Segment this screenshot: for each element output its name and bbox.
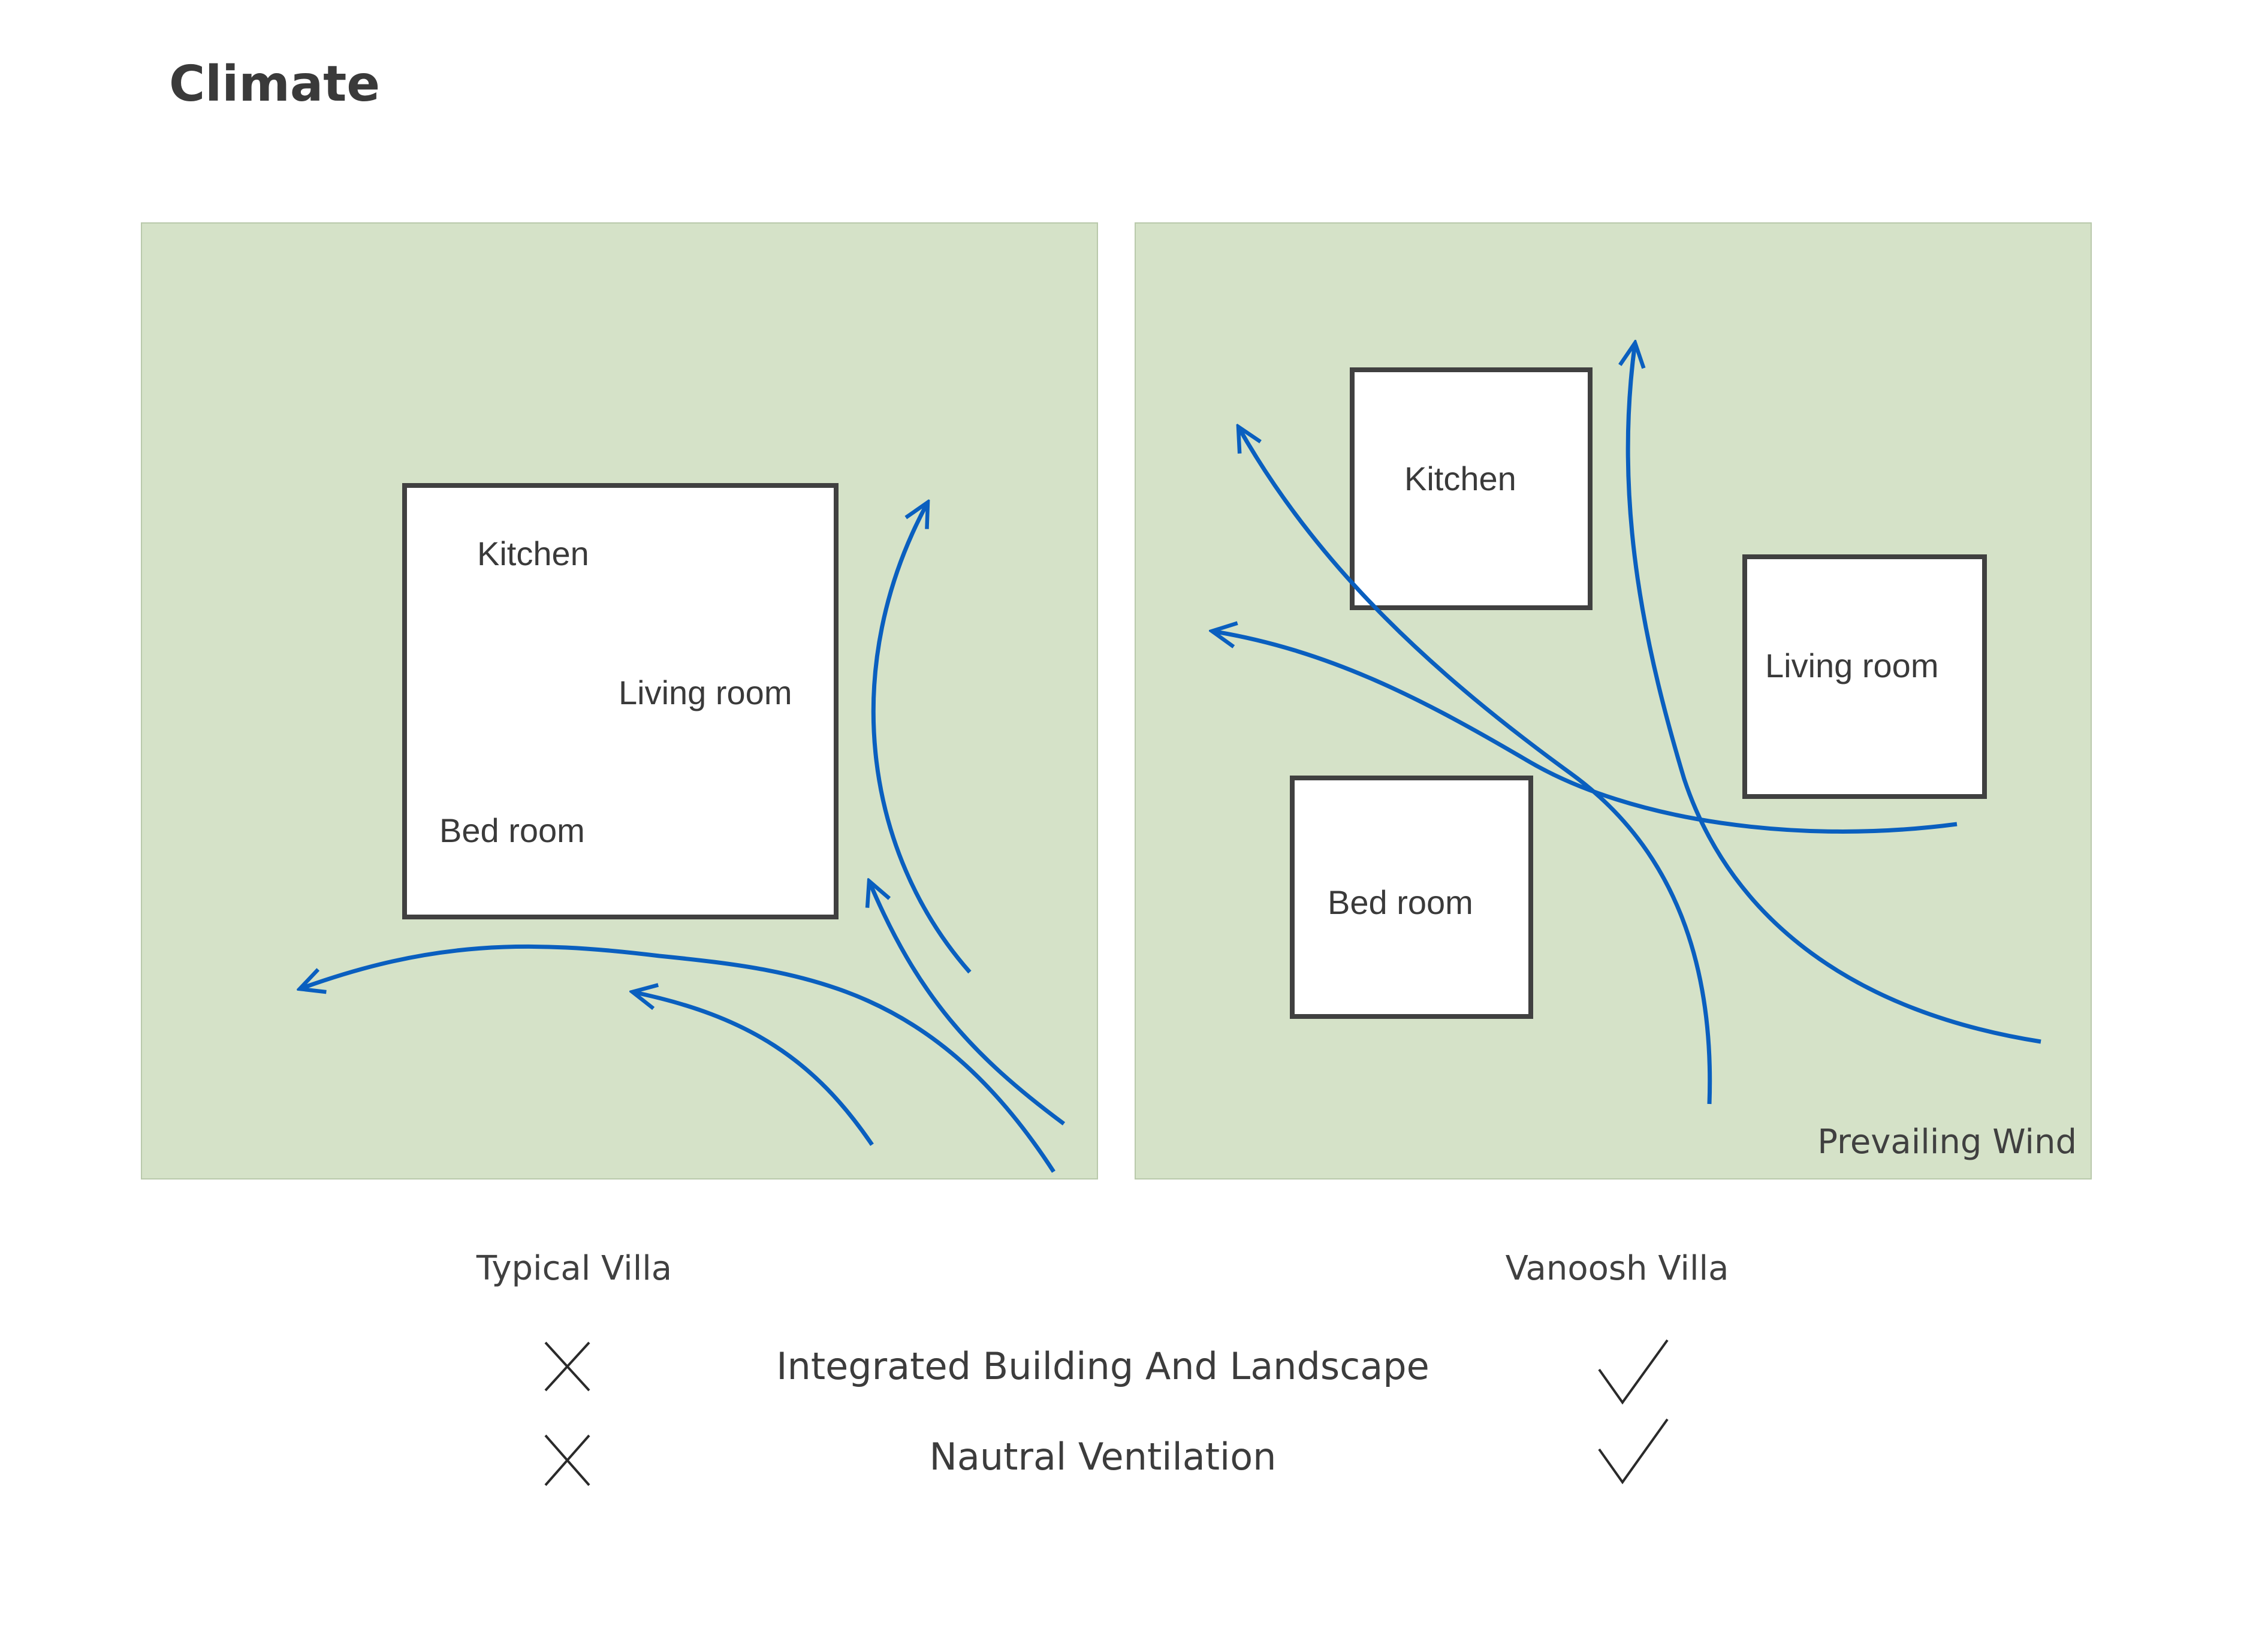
wind-arrow xyxy=(1628,343,2041,1044)
prevailing-wind-label: Prevailing Wind xyxy=(1817,1123,2077,1162)
vanoosh-kitchen-block xyxy=(1350,367,1593,610)
typical-living-room-label: Living room xyxy=(619,674,792,711)
wind-arrow xyxy=(871,502,972,974)
cross-icon xyxy=(544,1341,590,1392)
page-title: Climate xyxy=(169,56,380,113)
typical-kitchen-label: Kitchen xyxy=(477,535,589,572)
wind-arrow xyxy=(300,944,1055,1173)
check-icon xyxy=(1598,1339,1669,1405)
criteria-label: Integrated Building And Landscape xyxy=(776,1344,1429,1388)
vanoosh-villa-caption: Vanoosh Villa xyxy=(1506,1249,1729,1288)
vanoosh-bed-room-block xyxy=(1290,776,1533,1019)
typical-building xyxy=(402,483,839,919)
vanoosh-living-room-label: Living room xyxy=(1765,647,1938,684)
criteria-row: Nautral Ventilation xyxy=(544,1418,1669,1486)
vanoosh-villa-panel: Kitchen Living room Bed room Prevailing … xyxy=(1135,222,2092,1288)
criteria-row: Integrated Building And Landscape xyxy=(544,1339,1669,1405)
check-icon xyxy=(1598,1418,1669,1485)
cross-icon xyxy=(544,1434,590,1486)
vanoosh-kitchen-label: Kitchen xyxy=(1404,460,1516,497)
typical-bed-room-label: Bed room xyxy=(439,812,585,849)
typical-villa-caption: Typical Villa xyxy=(476,1249,672,1288)
typical-villa-panel: Kitchen Living room Bed room Typical Vil… xyxy=(141,222,1098,1288)
criteria-label: Nautral Ventilation xyxy=(930,1435,1277,1479)
wind-arrow xyxy=(869,881,1066,1126)
vanoosh-bed-room-label: Bed room xyxy=(1328,883,1473,921)
wind-arrow xyxy=(632,992,874,1146)
wind-arrow xyxy=(1212,631,1958,834)
wind-arrow xyxy=(1238,427,1712,1105)
vanoosh-living-room-block xyxy=(1742,554,1987,799)
